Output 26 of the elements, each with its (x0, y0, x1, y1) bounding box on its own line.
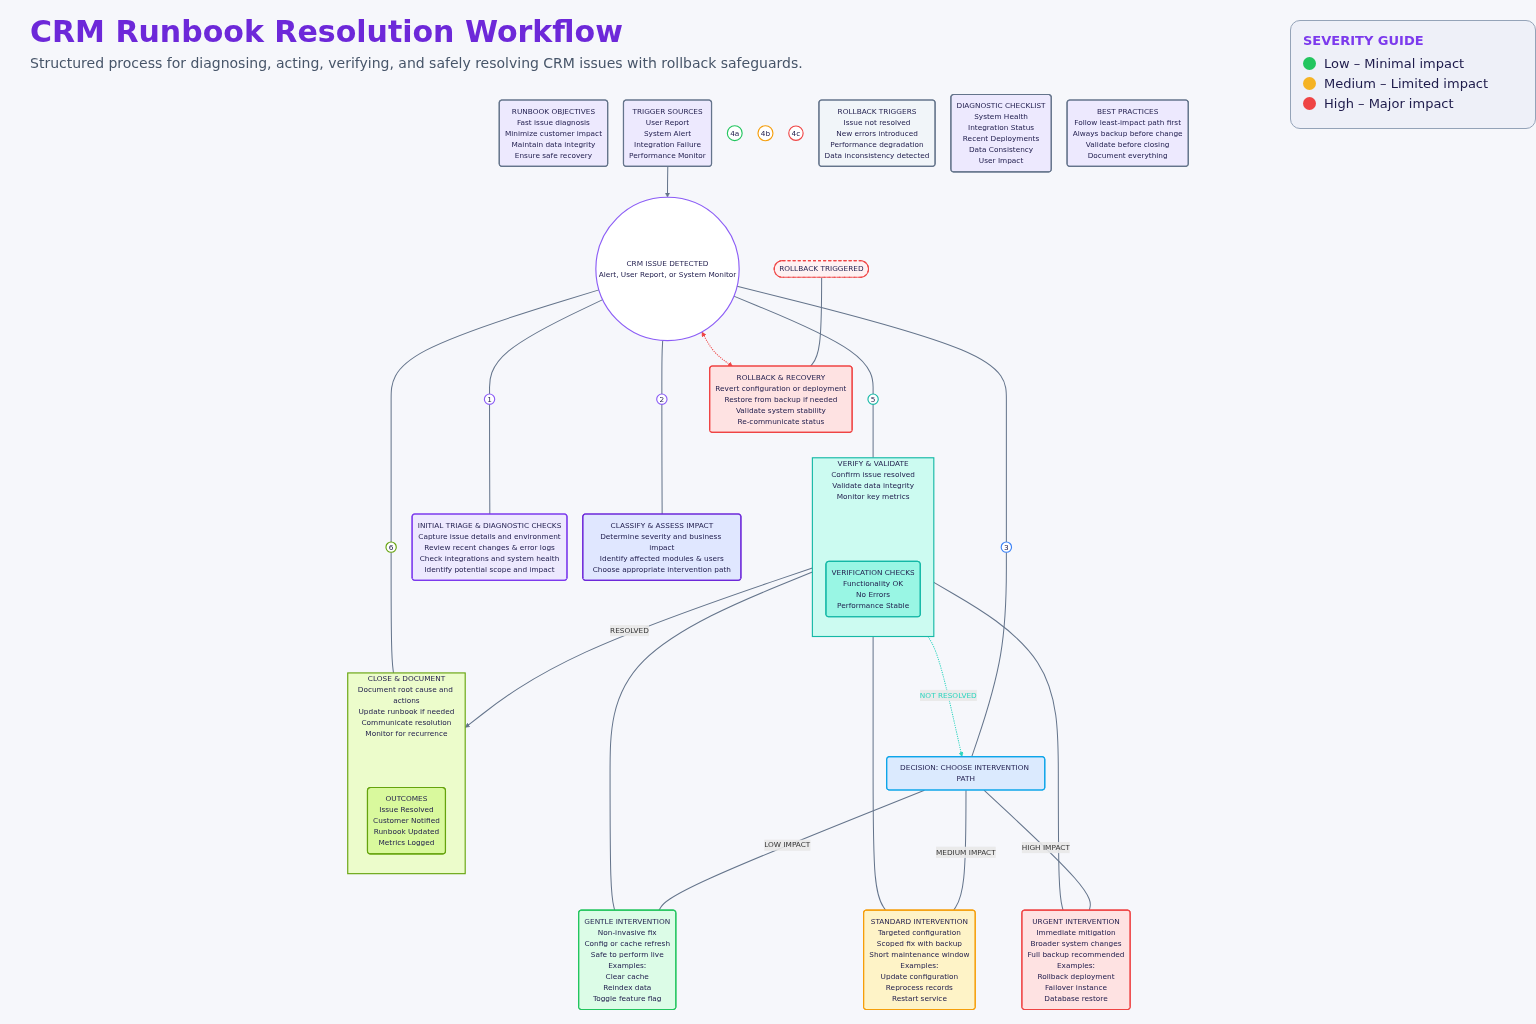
connector (661, 403, 663, 515)
connector (489, 299, 604, 395)
connector (390, 551, 394, 674)
connector (489, 403, 491, 515)
panel-heading: SEVERITY GUIDE (1303, 33, 1425, 48)
connector (809, 277, 823, 367)
legend-text: High – Major impact (1324, 96, 1454, 111)
connector (872, 403, 874, 459)
connector (983, 789, 1091, 911)
legend-text: Low – Minimal impact (1324, 56, 1465, 71)
connector (390, 289, 600, 543)
arrow (665, 166, 670, 198)
caption: Structured process for diagnosing, acting, verifying, and safely resolving CRM issues with rollback safeguards. (30, 55, 804, 71)
connector (658, 789, 925, 911)
connector (609, 571, 813, 911)
arrow (927, 636, 964, 757)
connector (872, 636, 887, 911)
connector (971, 551, 1007, 758)
connector (933, 581, 1064, 911)
connector (736, 285, 1007, 543)
title: CRM Runbook Resolution Workflow (30, 14, 624, 49)
connector (661, 339, 664, 395)
connector (953, 789, 967, 911)
connector (733, 295, 874, 395)
legend-text: Medium – Limited impact (1324, 76, 1489, 91)
arrow (701, 331, 733, 367)
